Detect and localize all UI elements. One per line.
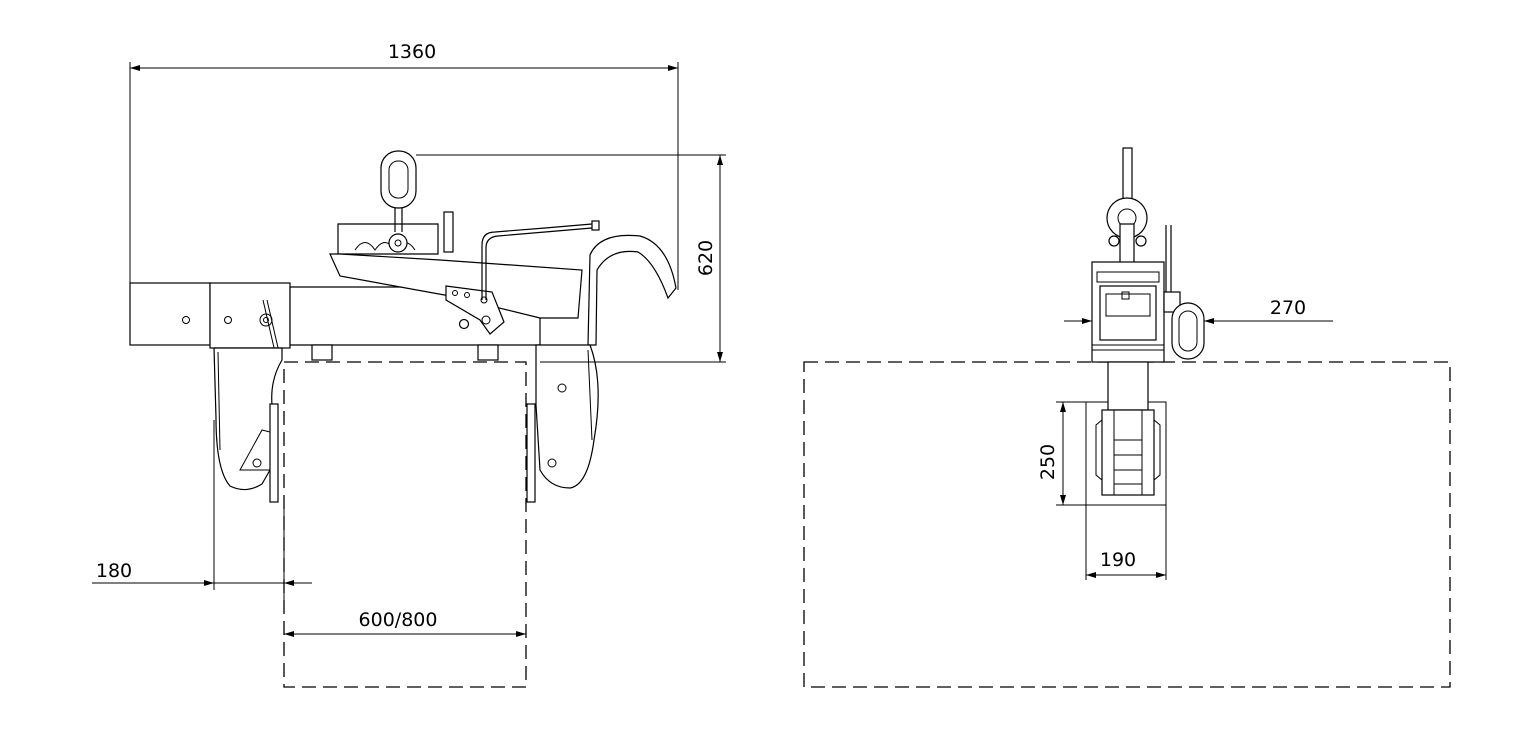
load-outline-side [283,361,527,688]
dim-label-load-width: 600/800 [359,609,438,631]
dim-overall-length: 1360 [129,41,679,290]
end-view-clamp [1095,361,1161,496]
bolt-hole [224,316,232,324]
end-view: 270 250 190 [803,147,1451,688]
dim-label-clamp-height: 250 [1037,444,1059,480]
dim-label-side-offset: 180 [96,560,132,582]
dim-height: 620 [416,154,726,363]
dim-label-end-width: 270 [1270,297,1306,319]
right-clamp-arm [526,344,599,503]
left-clamp-pad [269,403,279,503]
dim-side-offset: 180 [92,420,312,600]
left-clamp-arm [213,347,283,503]
dim-clamp-width: 190 [1085,505,1167,580]
dim-end-width: 270 [1064,297,1333,324]
dim-clamp-height: 250 [1037,401,1086,506]
dim-load-width: 600/800 [284,609,526,637]
bolt-hole [182,316,190,324]
dim-label-overall-length: 1360 [388,41,436,63]
dim-label-height: 620 [695,240,717,276]
end-view-frame [1091,261,1205,363]
lifting-ring [380,150,417,209]
linkage-assembly [329,150,677,346]
right-clamp-pad [526,403,536,503]
side-view: 1360 620 180 600/800 [92,41,726,688]
dim-label-clamp-width: 190 [1100,549,1136,571]
